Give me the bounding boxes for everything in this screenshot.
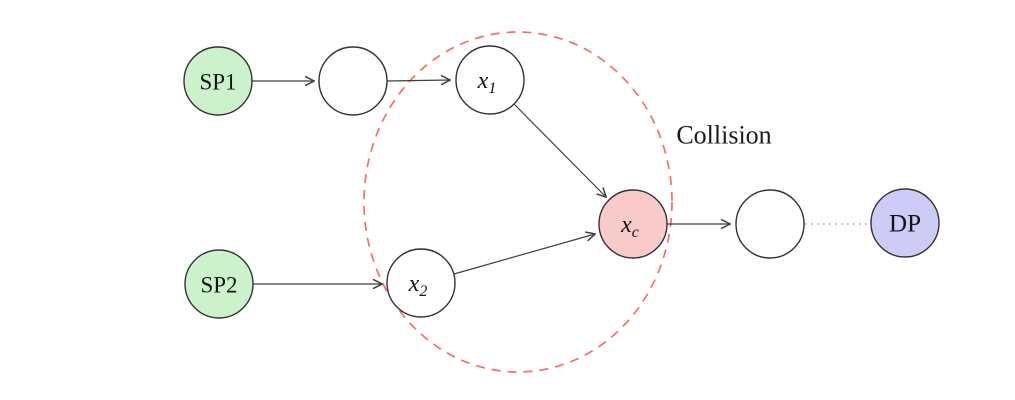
node-x2-label-base: x bbox=[408, 271, 420, 297]
node-x2: x2 bbox=[386, 248, 456, 318]
node-hidden2-circle bbox=[735, 189, 805, 259]
node-dp-label: DP bbox=[889, 211, 921, 238]
node-xc-label: xc bbox=[620, 212, 639, 241]
node-sp1-label: SP1 bbox=[199, 70, 236, 95]
node-sp1-circle bbox=[183, 46, 253, 116]
node-x1-label-base: x bbox=[477, 68, 489, 94]
node-xc-circle bbox=[598, 189, 668, 259]
node-dp: DP bbox=[870, 188, 940, 258]
node-x1-label: x1 bbox=[477, 68, 497, 97]
node-dp-circle bbox=[870, 188, 940, 258]
node-xc-label-base: x bbox=[620, 212, 632, 238]
collision-annotation-label: Collision bbox=[676, 121, 771, 150]
edge-hidden1-to-x1 bbox=[386, 75, 452, 86]
node-hidden2 bbox=[735, 189, 805, 259]
node-sp2-label: SP2 bbox=[200, 273, 237, 298]
node-sp1: SP1 bbox=[183, 46, 253, 116]
node-hidden1-circle bbox=[318, 46, 388, 116]
node-sp2: SP2 bbox=[184, 249, 254, 319]
node-x1: x1 bbox=[455, 45, 525, 115]
node-hidden1 bbox=[318, 46, 388, 116]
node-x2-label: x2 bbox=[408, 271, 428, 300]
edge-x2-to-xc bbox=[453, 231, 597, 275]
edge-x1-to-xc bbox=[513, 103, 607, 198]
node-x1-label-sub: 1 bbox=[488, 80, 496, 97]
collision-region-ellipse bbox=[363, 31, 673, 373]
node-x1-circle bbox=[455, 45, 525, 115]
node-xc-label-sub: c bbox=[632, 224, 639, 241]
node-sp2-circle bbox=[184, 249, 254, 319]
node-xc: xc bbox=[598, 189, 668, 259]
node-x2-circle bbox=[386, 248, 456, 318]
node-x2-label-sub: 2 bbox=[419, 283, 427, 300]
